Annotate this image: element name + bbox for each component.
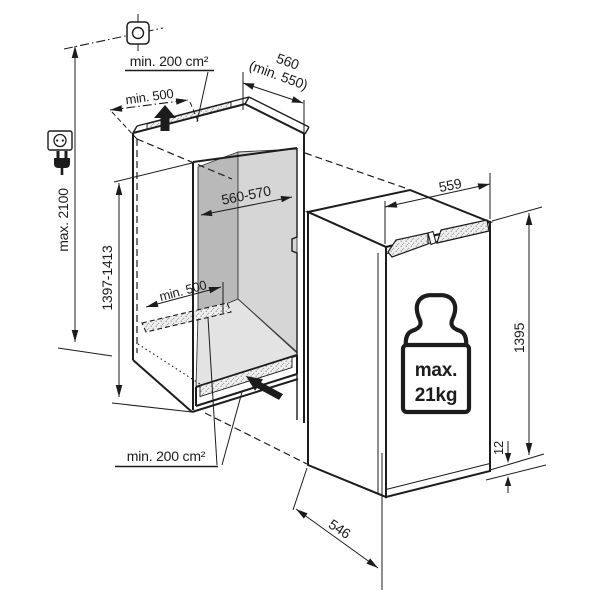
arrowhead [296,509,308,519]
appliance-depth-dim-line [295,508,379,569]
socket-box [47,130,73,151]
plug-cord [60,167,64,175]
ext-line [111,402,193,413]
niche-right-top-edge [244,103,306,135]
niche-width-dim-line [200,196,293,216]
niche-bottom-front-edge [191,378,299,413]
weight-max-load-icon: max. 21kg [400,293,472,415]
plinth-gap-label: 12 [491,441,506,455]
datum-circle [131,26,145,40]
ext-line [113,162,193,183]
arrowhead [110,105,123,112]
door-top-vent-grille [387,219,490,258]
niche-cabinet [132,96,310,423]
ext-line [111,111,138,140]
arrowhead [280,195,292,203]
arrowhead [71,330,79,342]
floor-clearance-dim-line [145,286,222,308]
arrowhead [146,300,159,307]
appliance-height-label: 1395 [511,322,527,353]
arrowhead [208,287,221,294]
projection-line-top [304,152,409,190]
leader-line [221,391,243,466]
arrowhead [175,98,188,105]
niche-opening-top-edge [192,147,298,163]
plug-prong [64,151,68,158]
arrowhead [243,83,255,90]
socket-pin [61,139,64,142]
niche-top-right-end [244,96,250,105]
ceiling-datum-icon [63,14,164,51]
weight-icon-handle [403,293,469,348]
dimensions: max. 2100 1397-1413 min. 200 cm² min. 50… [47,14,547,590]
airflow-in-arrow-icon [246,376,283,400]
floor-vent-cutout [141,302,232,333]
arrowhead [525,443,533,455]
appliance: max. 21kg [304,188,494,499]
door-bottom-gap-line [385,463,491,490]
airflow-up-arrow-icon [154,105,176,131]
niche-top-front-edge [132,103,246,134]
arrowhead [291,96,303,103]
power-plug-icon [54,151,70,175]
ceiling-height-label: max. 2100 [55,188,71,252]
ext-line [489,453,545,471]
arrowhead [115,385,123,397]
niche-right-inner-edge [291,148,298,420]
weight-max-label: max. [415,360,458,381]
arrowhead [504,476,512,486]
appliance-width-dim-line [384,183,491,208]
arrowhead [385,201,398,208]
niche-hidden-top-edge [136,138,233,180]
ext-line [292,467,308,511]
arrowhead [366,558,378,568]
niche-depth-labels: 560 (min. 550) [247,50,310,93]
room-floor-line [57,347,113,357]
weight-icon-body [400,342,472,415]
projection-line-bottom [204,412,308,465]
appliance-side-face [307,210,387,499]
weight-value-label: 21kg [415,385,458,406]
leader-line [207,317,218,466]
arrowhead [504,453,512,463]
grille-right-segment [436,219,490,244]
leader-line [196,71,209,123]
plug-body [54,158,70,168]
grille-center-tab [427,230,437,246]
arrowhead [525,213,533,225]
niche-right-top-edge-2 [248,96,310,128]
ext-line [485,464,547,481]
bottom-vent-label: min. 200 cm² [127,448,206,464]
niche-bottom-left-edge [132,359,193,413]
niche-top-left-end [132,125,138,134]
arrowhead [477,183,490,190]
arrowhead [115,183,123,195]
socket-pin [56,139,59,142]
power-socket-icon [47,130,73,151]
ext-line [189,101,199,122]
appliance-depth-label: 546 [326,516,354,542]
plug-prong [56,151,60,158]
top-clearance-dim-line [109,99,189,111]
top-clearance-label: min. 500 [124,86,174,108]
socket-circle [53,133,67,148]
appliance-width-label: 559 [437,175,463,195]
niche-height-label: 1397-1413 [99,245,115,311]
ext-line [491,206,543,222]
grille-left-segment [387,232,429,258]
niche-depth-label: 560 [274,50,301,73]
arrowhead [71,46,79,58]
niche-right-top-end [304,126,310,135]
bottom-vent-cutout [199,356,293,398]
top-vent-label: min. 200 cm² [130,53,209,69]
arrowhead [201,209,213,217]
